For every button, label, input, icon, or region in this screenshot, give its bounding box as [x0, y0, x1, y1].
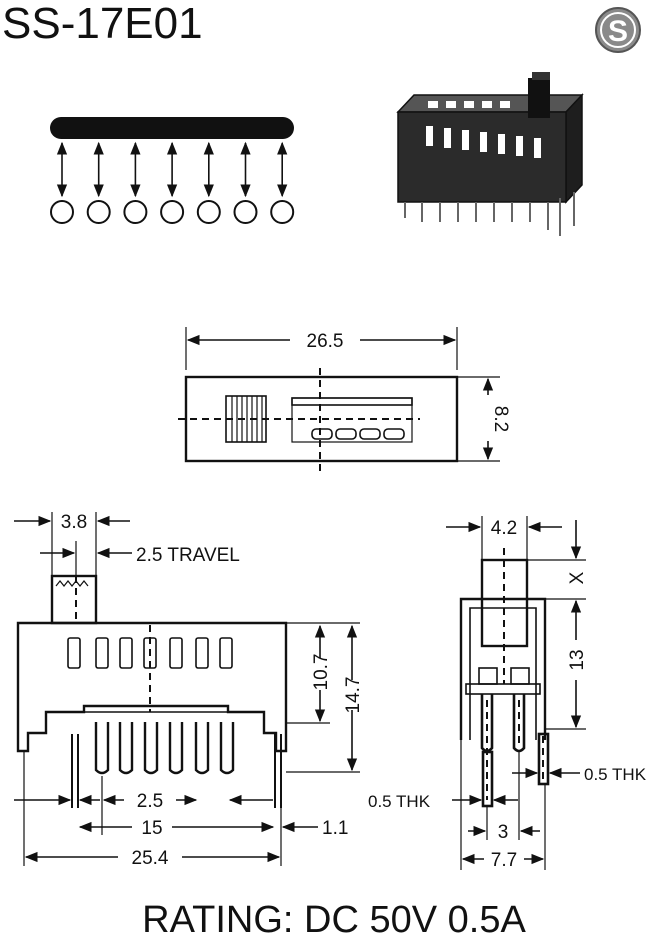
schematic-contact-circle [50, 200, 74, 224]
schematic-contact-circle [123, 200, 148, 224]
front-travel-dim: 2.5 TRAVEL [136, 545, 240, 566]
logo-letter: S [608, 15, 628, 48]
rating-label: RATING: DC 50V 0.5A [142, 899, 526, 938]
logo-s-badge: S [595, 7, 641, 53]
side-height-dim: 13 [567, 649, 588, 670]
schematic-bar [50, 117, 294, 139]
top-height-dim: 8.2 [490, 406, 511, 432]
top-view-drawing: 26.5 8.2 [178, 327, 511, 474]
front-actuator-dim: 3.8 [61, 512, 87, 533]
schematic-contact-circle [86, 200, 111, 224]
side-thk-left-dim: 0.5 THK [368, 792, 431, 811]
schematic-contact-circle [160, 200, 185, 224]
schematic-contact-circle [233, 200, 258, 224]
model-title: SS-17E01 [2, 0, 203, 48]
front-body-height-dim: 10.7 [311, 654, 332, 691]
top-width-dim: 26.5 [307, 331, 344, 352]
side-thk-right-dim: 0.5 THK [584, 765, 647, 784]
front-total-width-dim: 25.4 [132, 848, 169, 869]
schematic-pin-group [50, 141, 295, 224]
side-actuator-dim: 4.2 [491, 518, 517, 539]
side-x-dim: X [567, 571, 588, 584]
schematic-contact-circle [196, 200, 221, 224]
switch-3d-illustration [396, 72, 584, 236]
front-pitch-dim: 2.5 [137, 791, 163, 812]
side-width-dim: 7.7 [491, 850, 517, 871]
side-view-drawing: 4.2 X 13 0.5 THK 0.5 THK [368, 516, 647, 871]
schematic-diagram [50, 117, 295, 224]
front-view-drawing: 3.8 2.5 TRAVEL [14, 512, 364, 869]
schematic-contact-circle [270, 200, 295, 224]
front-total-height-dim: 14.7 [343, 677, 364, 714]
front-pin-span-dim: 15 [141, 818, 162, 839]
side-row-pitch-dim: 3 [498, 822, 509, 843]
front-pin-width-dim: 1.1 [322, 818, 348, 839]
